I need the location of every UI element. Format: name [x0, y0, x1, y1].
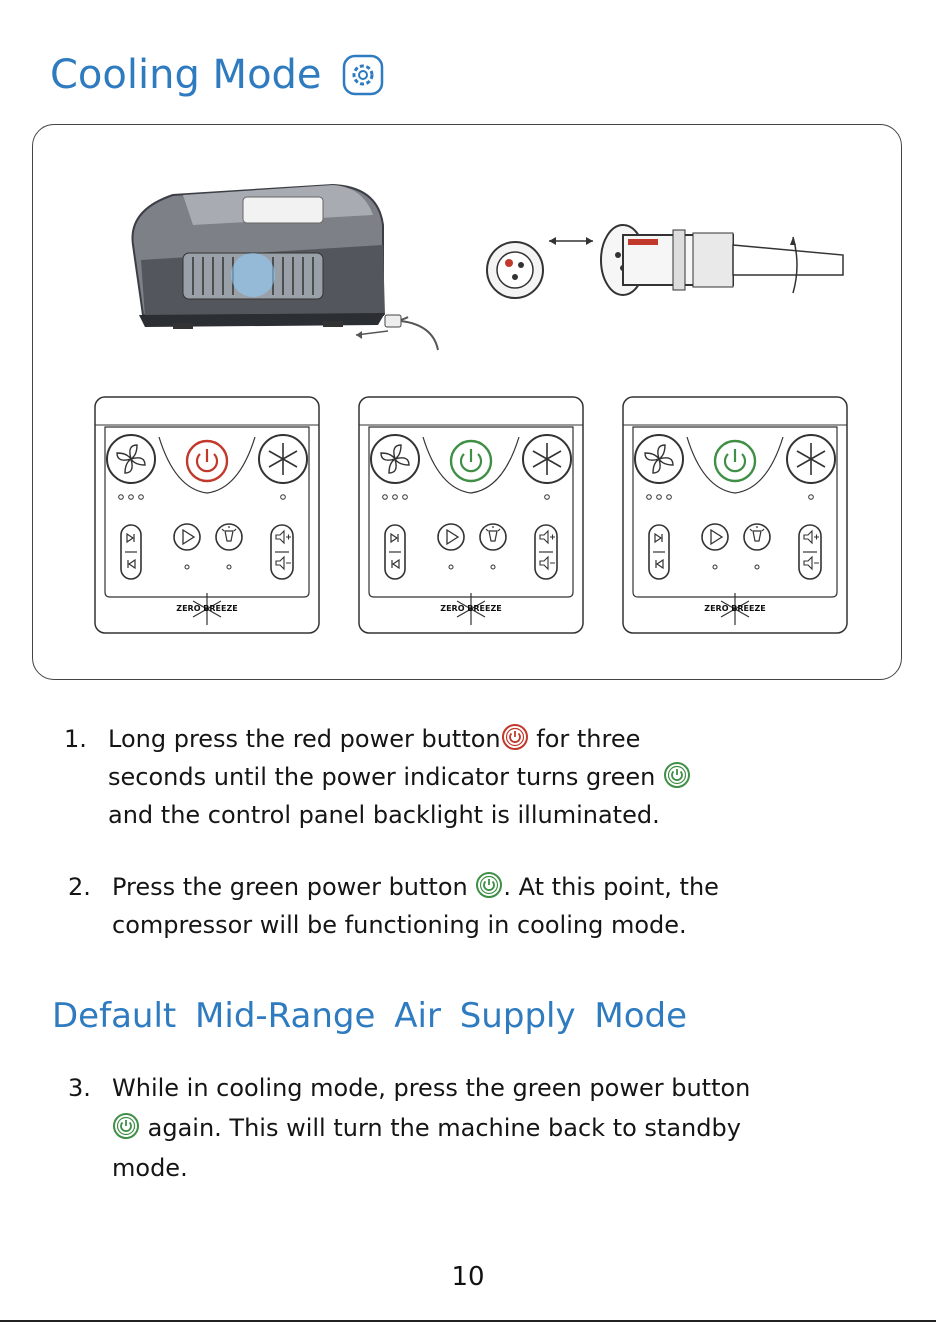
step-line: again. This will turn the machine back t…: [112, 1108, 750, 1148]
volume-down-icon: [539, 555, 555, 571]
indicator-dot: [448, 564, 454, 570]
power-recess: [686, 436, 784, 494]
green-power-button-icon: [663, 762, 690, 788]
fan-blades: [116, 444, 146, 474]
panel-logo-text: ZERO BREEZE: [440, 604, 501, 613]
cooler-unit-icon: [131, 183, 409, 329]
indicator-dot: [280, 494, 286, 500]
light-glyph: [749, 526, 765, 542]
power-arc: [195, 453, 219, 473]
indicator-dot: [128, 494, 134, 500]
play-glyph: [182, 528, 196, 546]
prev-track-icon: [127, 558, 136, 570]
indicator-dot: [118, 494, 124, 500]
control-panel: ZERO BREEZE: [94, 396, 320, 634]
snowflake-arms: [796, 443, 826, 475]
light-icon: [215, 523, 243, 551]
logo-snowflake-icon: [456, 593, 486, 625]
step-number: 2.: [68, 873, 91, 901]
light-glyph: [221, 526, 237, 542]
fan-blades: [644, 444, 674, 474]
step-2: 2. Press the green power button . At thi…: [68, 868, 719, 944]
step-line: While in cooling mode, press the green p…: [112, 1074, 751, 1102]
indicator-dot: [656, 494, 662, 500]
indicator-dot: [382, 494, 388, 500]
snowflake-arms: [268, 443, 298, 475]
cable-icon: [355, 314, 439, 351]
light-glyph: [485, 526, 501, 542]
indicator-dot: [646, 494, 652, 500]
control-panel: ZERO BREEZE: [622, 396, 848, 634]
play-icon: [437, 523, 465, 551]
fan-blades: [380, 444, 410, 474]
volume-up-glyph: [539, 529, 555, 545]
panel-face: [368, 426, 574, 598]
play-glyph: [446, 528, 460, 546]
prev-track-icon: [391, 558, 400, 570]
snowflake-arms: [532, 443, 562, 475]
power-recess: [158, 436, 256, 494]
step-line: Long press the red power button for thre…: [108, 724, 641, 753]
panel-face: [632, 426, 838, 598]
indicator-dot: [184, 564, 190, 570]
play-icon: [173, 523, 201, 551]
panel-logo-text: ZERO BREEZE: [176, 604, 237, 613]
footer-divider: [0, 1320, 936, 1322]
play-glyph: [710, 528, 724, 546]
next-track-glyph: [390, 532, 399, 544]
red-power-button-icon: [501, 724, 528, 750]
indicator-dot: [392, 494, 398, 500]
step-line: Press the green power button . At this p…: [112, 872, 719, 901]
step-1: 1. Long press the red power button for t…: [64, 720, 691, 834]
snowflake-gear-icon: [342, 54, 384, 96]
power-arc: [459, 453, 483, 473]
connector-plug-icon: [486, 224, 844, 299]
section-title: Default Mid-Range Air Supply Mode: [52, 996, 688, 1036]
volume-up-glyph: [803, 529, 819, 545]
next-track-glyph: [654, 532, 663, 544]
panel-face: [104, 426, 310, 598]
power-arc: [723, 453, 747, 473]
indicator-dot: [490, 564, 496, 570]
indicator-dot: [138, 494, 144, 500]
product-illustration: ZERO BREEZE ZERO BREEZE ZERO BREEZE: [94, 183, 848, 634]
page-number: 10: [451, 1262, 485, 1292]
light-icon: [743, 523, 771, 551]
step-line: mode.: [112, 1154, 188, 1182]
indicator-dot: [808, 494, 814, 500]
indicator-dot: [754, 564, 760, 570]
step-number: 1.: [64, 725, 87, 753]
indicator-dot: [226, 564, 232, 570]
illustration-frame: ZERO BREEZE ZERO BREEZE ZERO BREEZE: [32, 124, 902, 680]
green-power-button-icon: [476, 872, 503, 898]
indicator-dot: [544, 494, 550, 500]
panel-logo-text: ZERO BREEZE: [704, 604, 765, 613]
step-3: 3. While in cooling mode, press the gree…: [68, 1068, 751, 1188]
play-icon: [701, 523, 729, 551]
step-line: and the control panel backlight is illum…: [108, 801, 660, 829]
green-power-button-icon: [113, 1113, 139, 1139]
prev-track-icon: [655, 558, 664, 570]
power-recess: [422, 436, 520, 494]
step-number: 3.: [68, 1074, 91, 1102]
page-title: Cooling Mode: [50, 52, 322, 98]
light-icon: [479, 523, 507, 551]
step-line: compressor will be functioning in coolin…: [112, 911, 687, 939]
indicator-dot: [402, 494, 408, 500]
indicator-dot: [712, 564, 718, 570]
volume-down-icon: [275, 555, 291, 571]
volume-up-glyph: [275, 529, 291, 545]
volume-down-icon: [803, 555, 819, 571]
control-panel: ZERO BREEZE: [358, 396, 584, 634]
step-line: seconds until the power indicator turns …: [108, 758, 691, 796]
next-track-glyph: [126, 532, 135, 544]
logo-snowflake-icon: [720, 593, 750, 625]
indicator-dot: [666, 494, 672, 500]
logo-snowflake-icon: [192, 593, 222, 625]
